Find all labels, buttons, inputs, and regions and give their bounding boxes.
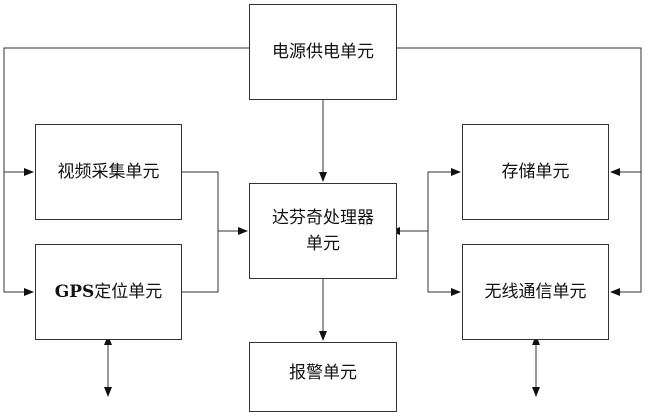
wireless-communication-label: 无线通信单元	[484, 282, 587, 302]
video-capture-block: 视频采集单元	[35, 124, 182, 220]
video-to-cpu-line	[182, 171, 248, 235]
gps-prefix: GPS	[54, 282, 95, 302]
video-capture-label: 视频采集单元	[57, 162, 160, 182]
bus-to-wireless-line	[427, 231, 461, 296]
processor-label-line1: 达芬奇处理器	[272, 208, 374, 228]
power-supply-block: 电源供电单元	[249, 4, 397, 100]
power-supply-label: 电源供电单元	[272, 42, 374, 62]
connector-lines	[3, 47, 642, 397]
davinci-processor-block: 达芬奇处理器 单元	[249, 183, 397, 279]
block-diagram: 电源供电单元 视频采集单元 GPS定位单元 达芬奇处理器 单元 存储单元 无线通…	[3, 4, 642, 412]
alarm-block: 报警单元	[249, 342, 397, 412]
alarm-label: 报警单元	[289, 363, 357, 383]
storage-block: 存储单元	[462, 124, 609, 220]
bus-to-storage-line	[427, 168, 461, 231]
processor-label-line2: 单元	[306, 234, 340, 254]
power-to-left-bus-line	[3, 47, 249, 296]
gps-suffix: 定位单元	[94, 282, 163, 302]
power-to-right-bus-line	[397, 47, 642, 296]
gps-positioning-label: GPS定位单元	[55, 279, 163, 305]
storage-label: 存储单元	[501, 162, 570, 182]
wireless-communication-block: 无线通信单元	[462, 244, 609, 340]
gps-positioning-block: GPS定位单元	[35, 244, 182, 340]
gps-to-cpu-line	[182, 231, 219, 293]
